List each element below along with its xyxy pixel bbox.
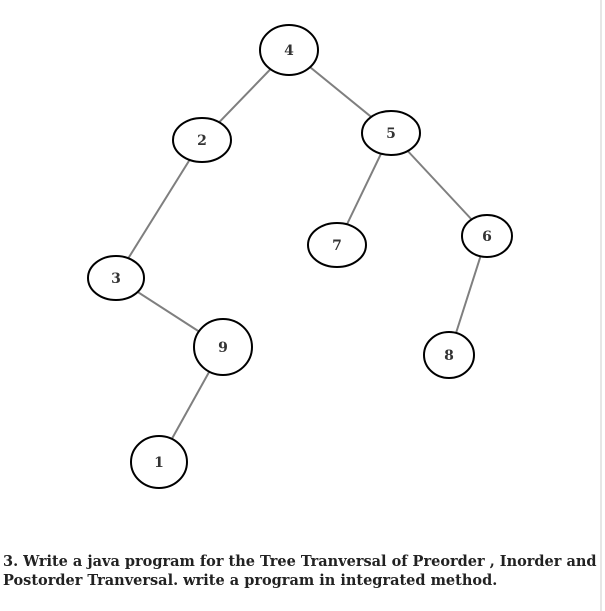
tree-node-5: 5 xyxy=(361,110,421,156)
tree-edges xyxy=(115,49,488,463)
tree-node-6: 6 xyxy=(461,214,513,258)
tree-node-label: 6 xyxy=(482,229,492,245)
tree-node-9: 9 xyxy=(193,318,253,376)
tree-node-circle xyxy=(423,331,475,379)
tree-node-label: 5 xyxy=(386,126,396,142)
tree-node-circle xyxy=(193,318,253,376)
right-border-line xyxy=(600,0,602,611)
tree-node-2: 2 xyxy=(172,117,232,163)
question-line-2: Postorder Tranversal. write a program in… xyxy=(3,572,498,589)
tree-node-circle xyxy=(361,110,421,156)
tree-node-circle xyxy=(130,435,188,489)
tree-node-label: 8 xyxy=(444,348,454,364)
tree-node-label: 3 xyxy=(111,271,121,287)
tree-node-label: 4 xyxy=(284,43,294,59)
tree-edge-n2-n3 xyxy=(115,139,203,279)
tree-node-label: 2 xyxy=(197,133,207,149)
tree-node-circle xyxy=(172,117,232,163)
tree-node-3: 3 xyxy=(87,255,145,301)
tree-node-label: 1 xyxy=(154,455,164,471)
tree-node-label: 7 xyxy=(332,238,342,254)
tree-node-4: 4 xyxy=(259,24,319,76)
tree-node-circle xyxy=(259,24,319,76)
tree-node-label: 9 xyxy=(218,340,228,356)
tree-node-8: 8 xyxy=(423,331,475,379)
tree-node-7: 7 xyxy=(307,222,367,268)
tree-node-circle xyxy=(87,255,145,301)
tree-node-circle xyxy=(461,214,513,258)
tree-node-circle xyxy=(307,222,367,268)
question-line-1: 3. Write a java program for the Tree Tra… xyxy=(3,553,597,570)
tree-nodes: 4 2 5 7 6 3 9 8 1 xyxy=(87,24,513,489)
question-text: 3. Write a java program for the Tree Tra… xyxy=(3,552,598,590)
tree-node-1: 1 xyxy=(130,435,188,489)
